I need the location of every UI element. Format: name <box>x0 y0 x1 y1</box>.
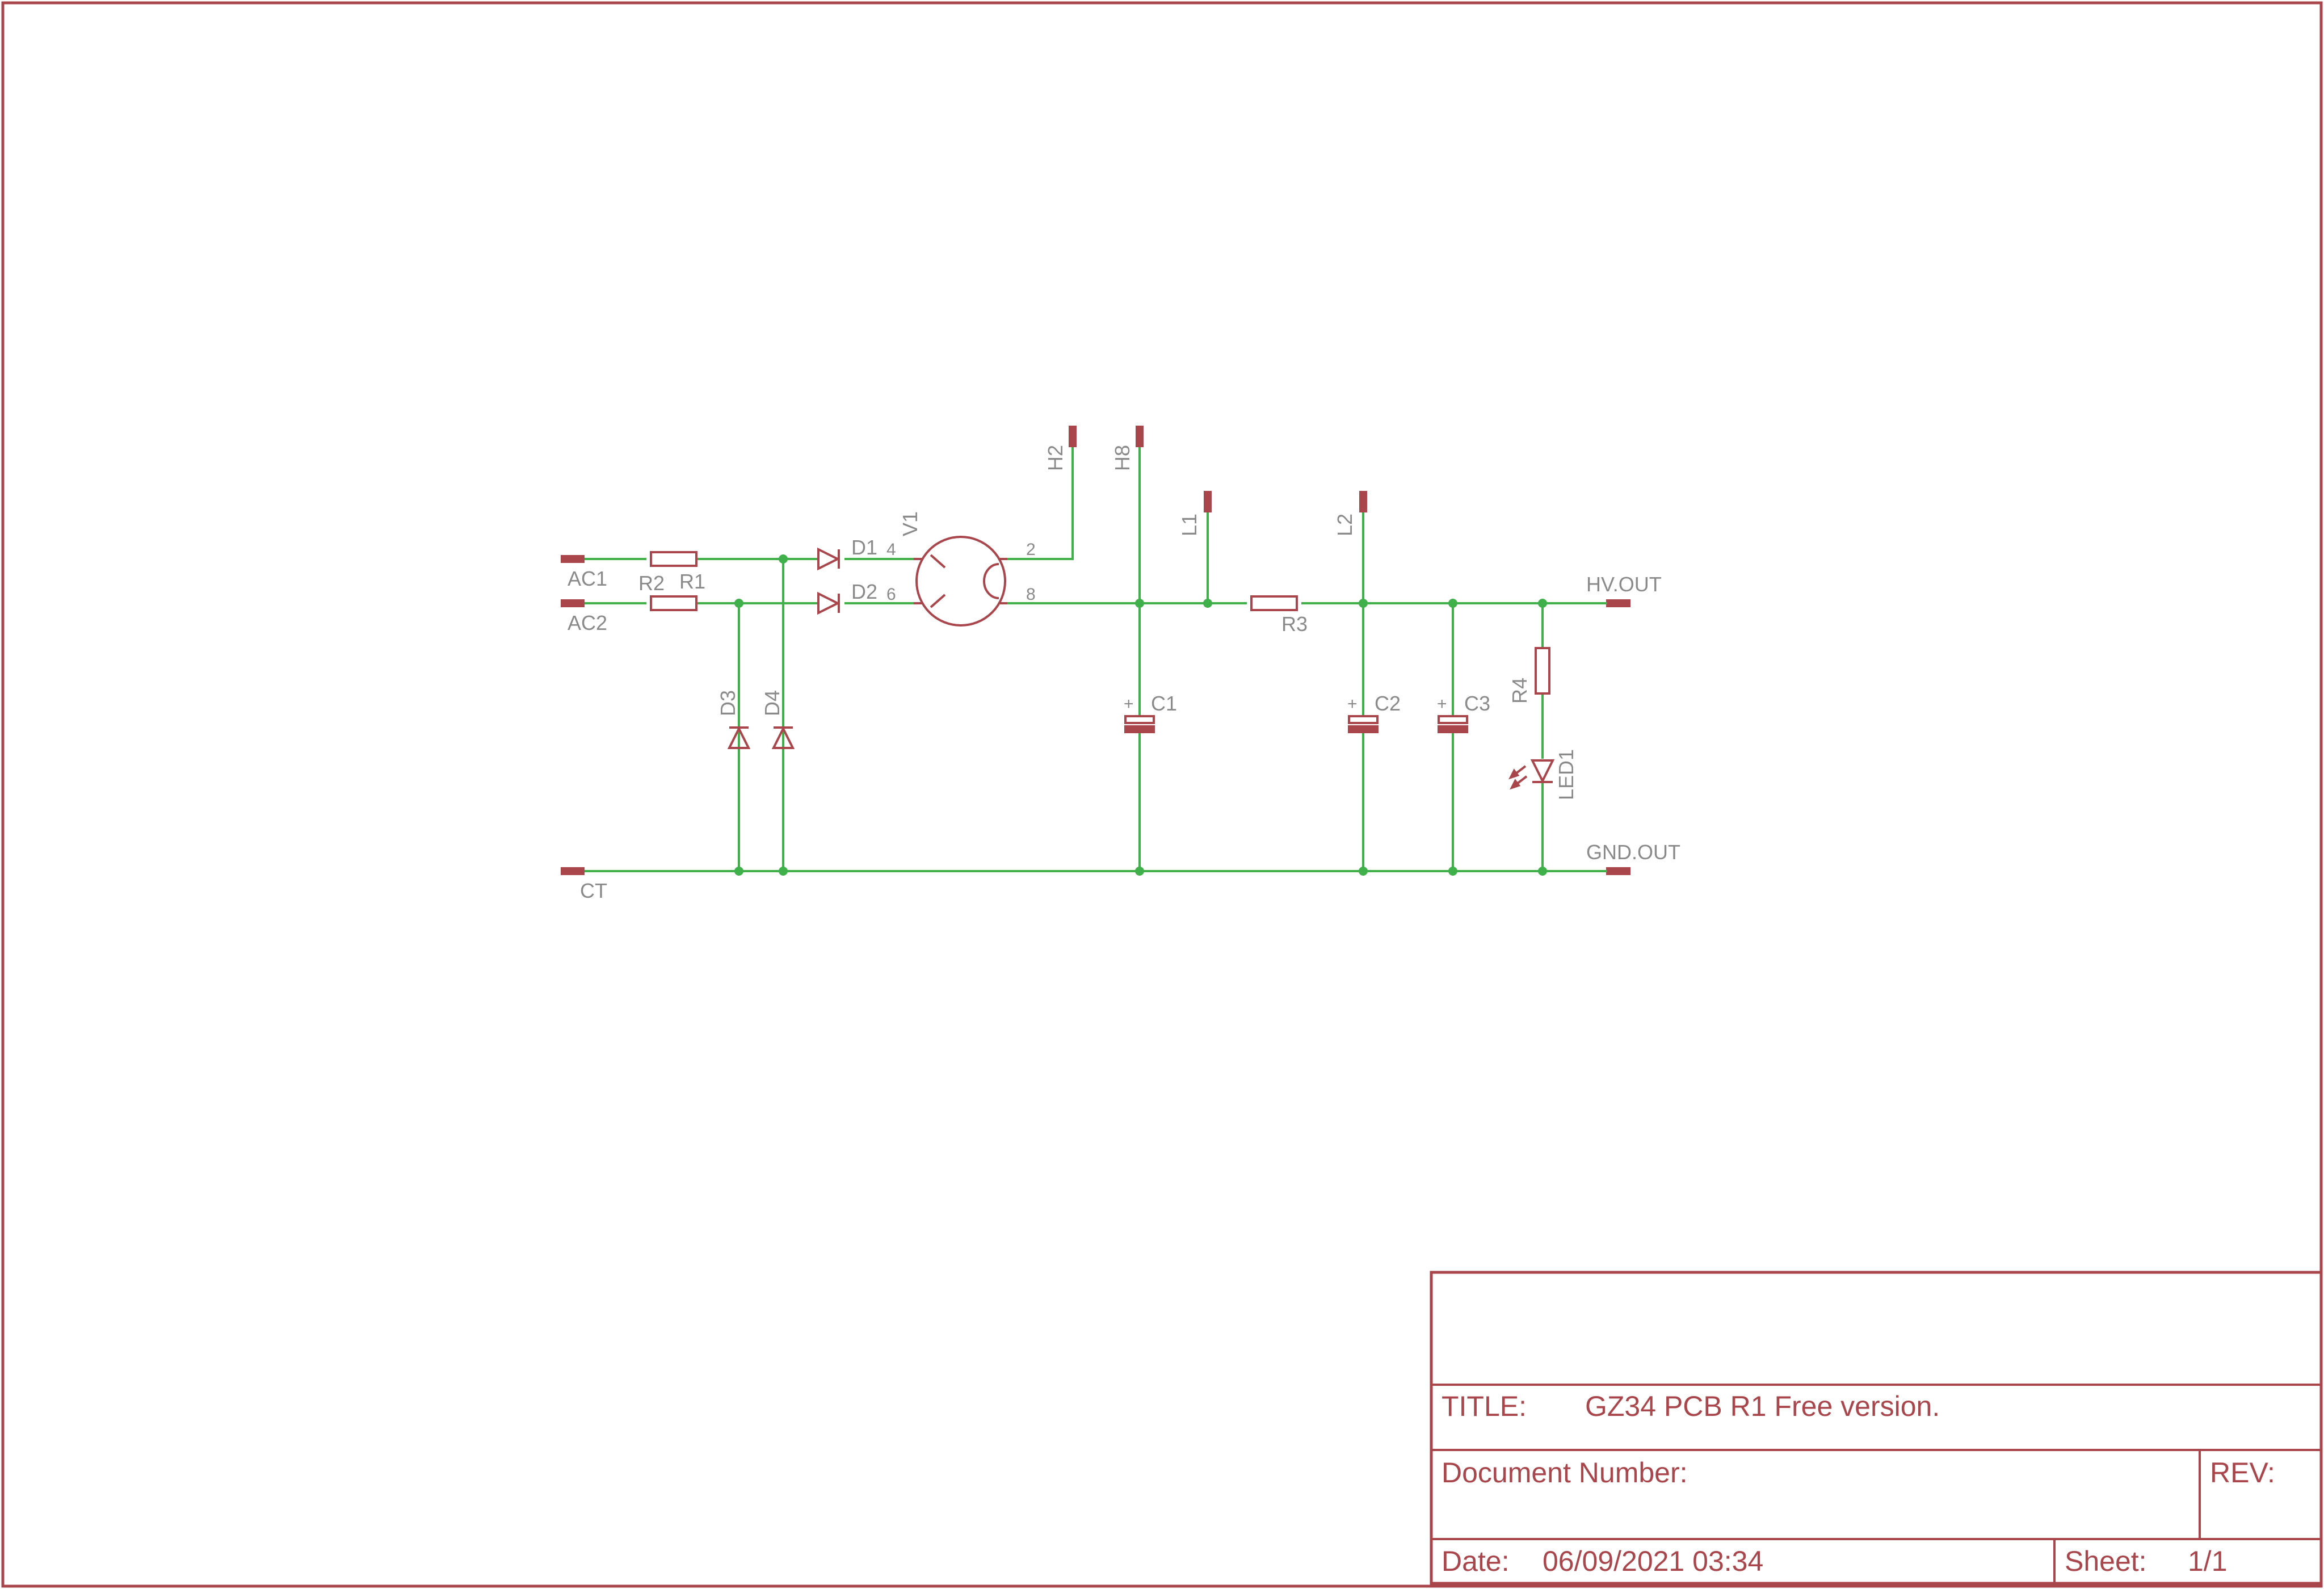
sheet-value: 1/1 <box>2188 1545 2228 1577</box>
resistor-r4 <box>1535 647 1550 695</box>
label-c3-plus: + <box>1437 695 1447 713</box>
capacitor-c3 <box>1438 715 1468 733</box>
label-pin2: 2 <box>1026 540 1036 559</box>
label-r3: R3 <box>1281 612 1308 636</box>
label-r1: R1 <box>679 570 705 593</box>
label-l1: L1 <box>1178 514 1201 536</box>
diode-d1 <box>817 547 840 571</box>
title-block: TITLE: GZ34 PCB R1 Free version. Documen… <box>1430 1271 2323 1585</box>
title-label: TITLE: <box>1442 1390 1527 1422</box>
connector-pins <box>561 426 1630 875</box>
label-c1: C1 <box>1151 692 1177 715</box>
label-led1: LED1 <box>1554 749 1578 800</box>
document-number-label: Document Number: <box>1442 1457 1688 1489</box>
label-c2-plus: + <box>1347 695 1358 713</box>
labels: AC1 AC2 CT HV.OUT GND.OUT H2 H8 L1 L2 R2… <box>568 445 1680 902</box>
label-h8: H8 <box>1111 445 1134 471</box>
diode-d4 <box>771 726 795 749</box>
label-pin4: 4 <box>886 540 896 559</box>
label-v1: V1 <box>898 511 922 536</box>
capacitor-c2 <box>1348 715 1379 733</box>
label-gnd-out: GND.OUT <box>1586 840 1680 864</box>
label-pin6: 6 <box>886 585 896 604</box>
label-c3: C3 <box>1464 692 1490 715</box>
label-ct: CT <box>580 879 607 902</box>
label-hv-out: HV.OUT <box>1586 573 1662 596</box>
sheet-label: Sheet: <box>2065 1545 2147 1577</box>
label-d3: D3 <box>716 690 739 716</box>
label-d2: D2 <box>851 580 877 603</box>
label-pin8: 8 <box>1026 585 1036 604</box>
tube-v1 <box>914 536 1007 627</box>
wires <box>583 444 1590 872</box>
label-l2: L2 <box>1333 514 1356 536</box>
title-value: GZ34 PCB R1 Free version. <box>1585 1390 1940 1422</box>
resistor-r1 <box>650 551 697 567</box>
label-c1-plus: + <box>1124 695 1134 713</box>
junctions <box>734 554 1547 876</box>
resistor-r2 <box>650 595 697 611</box>
resistor-r3 <box>1250 595 1298 611</box>
label-d4: D4 <box>760 690 784 716</box>
date-value: 06/09/2021 03:34 <box>1543 1545 1763 1577</box>
label-ac1: AC1 <box>568 567 607 590</box>
diode-d3 <box>727 726 751 749</box>
label-ac2: AC2 <box>568 611 607 634</box>
date-label: Date: <box>1442 1545 1510 1577</box>
label-r4: R4 <box>1508 678 1531 704</box>
label-c2: C2 <box>1375 692 1401 715</box>
label-d1: D1 <box>851 536 877 559</box>
capacitor-c1 <box>1124 715 1155 733</box>
diode-d2 <box>817 591 840 615</box>
rev-label: REV: <box>2210 1457 2275 1489</box>
label-r2: R2 <box>638 571 665 595</box>
label-h2: H2 <box>1044 445 1067 471</box>
led-led1 <box>1508 759 1555 790</box>
